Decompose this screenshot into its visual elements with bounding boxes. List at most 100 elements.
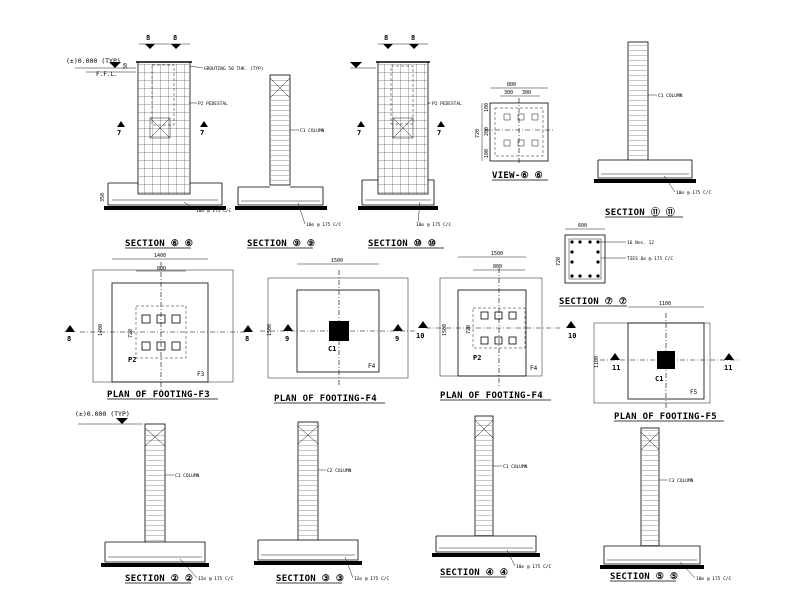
dim-height: 1400 [98,324,104,336]
cut-arrow-icon [418,321,428,328]
section-3-3: C2 COLUMN 12∅ @ 175 C/C SECTION ③ ③ [254,421,390,584]
rebar-dots [570,240,600,278]
plan-footing-f5: 1100 1100 C1 F5 11 11 PLAN OF FOOTING-F5 [593,301,740,422]
column-tag: C1 [655,375,663,383]
column-note: C1 COLUMN [658,93,683,99]
view-title: VIEW-⑥ ⑥ [492,171,543,181]
section-7-7: 600 720 16 Nos. 12 TIES 8∅ @ 175 C/C SEC… [556,223,673,307]
tie-outline [568,238,602,280]
dim-inner: 800 [157,266,166,272]
footing-outline [104,541,206,563]
column-note: C1 COLUMN [300,128,325,134]
section-title: SECTION ⑦ ⑦ [559,297,627,307]
plan-footing-f4-b: 1500 800 1500 720 P2 F4 10 10 PLAN OF FO… [416,251,576,401]
section-11-11: C1 COLUMN 10∅ @ 175 C/C SECTION ⑪ ⑪ [594,41,712,218]
pedestal-note: P2 PEDESTAL [432,101,462,107]
rebar-note: 10∅ @ 175 C/C [416,222,452,228]
footing-outline [597,159,693,179]
cut-7-arrow-icon [437,121,445,127]
dim-100a: 100 [484,103,490,112]
rebar-leader [679,561,696,579]
footing-outline [457,289,527,377]
cut-arrow-icon [393,324,403,331]
pcc-bed [101,563,209,567]
cut-7-arrow-icon [357,121,365,127]
section-title: SECTION ⑤ ⑤ [610,572,678,582]
section-title: SECTION ② ② [125,574,193,584]
pedestal-section [564,234,606,284]
footing-outline [111,282,209,383]
column-ties [642,430,658,546]
section-title: SECTION ⑨ ⑨ [247,239,315,249]
plan-title: PLAN OF FOOTING-F3 [107,390,210,400]
column-note: C1 COLUMN [175,473,200,479]
plan-footing-f4-a: 1500 1500 C1 F4 9 9 PLAN OF FOOTING-F4 [260,258,415,404]
section-5-5: C3 COLUMN 10∅ @ 175 C/C SECTION ⑤ ⑤ [600,427,732,582]
plan-title: PLAN OF FOOTING-F4 [274,394,377,404]
column-tag: C1 [328,345,336,353]
dim-width: 1400 [154,253,166,259]
rebar-leader [506,549,516,567]
cut-arrow-icon [383,44,393,49]
cut-arrow-icon [724,353,734,360]
view-6-6: 800 300 300 100 200 100 720 VIEW-⑥ ⑥ [475,82,553,181]
ffl-label: F.F.L. [96,71,118,78]
section-6-6: (±)0.000 (TYP) F.F.L. GROUTING 50 THK. (… [66,34,264,249]
rebar-leader [297,202,306,225]
embed-plate-cross [392,117,414,139]
dim-200: 200 [484,127,490,136]
excavation-outline [267,277,409,379]
cut-7-arrow-icon [200,121,208,127]
cut-mark-8-right: 8 [173,34,177,42]
dim-height-inner: 720 [466,325,472,334]
section-9-9: C1 COLUMN 10∅ @ 175 C/C SECTION ⑨ ⑨ [235,74,342,249]
pcc-bed [104,206,226,210]
section-10-10: P2 PEDESTAL 8 8 7 7 10∅ @ 175 C/C SECTIO… [350,34,462,249]
rebar-leader [183,201,196,211]
cut-mark-8-right: 8 [411,34,415,42]
column-ties [476,418,492,536]
cut-7-right: 7 [200,129,204,137]
plan-title: PLAN OF FOOTING-F5 [614,412,717,422]
cut-7-left: 7 [357,129,361,137]
dim-height: 720 [556,257,562,266]
column-top-cross [144,427,166,447]
dim-height: 1500 [442,324,448,336]
cut-mark-right: 8 [245,335,249,343]
cut-arrow-icon [409,44,419,49]
pedestal-rebar-mesh [379,64,427,194]
cut-mark-right: 10 [568,332,576,340]
footing-outline [603,545,701,565]
dim-width: 600 [578,223,587,229]
rebar-note: 10∅ @ 175 C/C [676,190,712,196]
level-label: (±)0.000 (TYP) [75,410,130,418]
dim-width: 1100 [659,301,671,307]
cut-7-left: 7 [117,129,121,137]
footing-outline [435,535,537,553]
level-label: (±)0.000 (TYP) [66,57,121,65]
cut-arrow-icon [243,325,253,332]
embed-plate-cross [149,117,171,139]
column-ties [629,44,647,160]
cut-mark-8-left: 8 [384,34,388,42]
grout-note: GROUTING 50 THK. (TYP) [204,66,264,72]
footing-outline [107,182,223,206]
footing-outline [361,179,435,206]
section-title: SECTION ⑥ ⑥ [125,239,193,249]
level-triangle-icon [350,62,362,68]
column-top-cross [297,425,319,445]
cut-mark-left: 9 [285,335,289,343]
cut-arrow-icon [145,44,155,49]
cut-7-right: 7 [437,129,441,137]
column-note: C3 COLUMN [669,478,694,484]
cut-arrow-icon [566,321,576,328]
dim-width: 800 [507,82,516,88]
pcc-bed [254,561,362,565]
footing-outline [237,186,324,206]
pcc-bed [358,206,438,210]
pcc-bed [432,553,540,557]
cut-arrow-icon [171,44,181,49]
cut-7-arrow-icon [117,121,125,127]
dim-top: 50 [123,63,129,69]
rebar-note: 10∅ @ 175 C/C [306,222,342,228]
